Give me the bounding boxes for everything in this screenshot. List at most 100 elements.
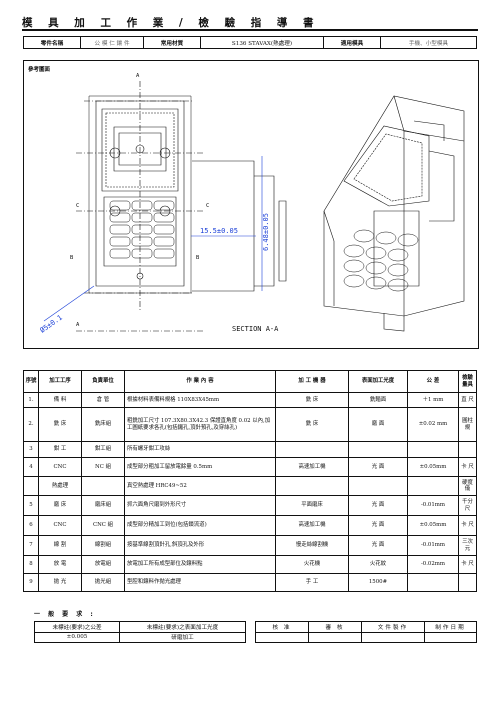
finish-value: 研磨加工 <box>119 631 246 643</box>
row-machine: 火花機 <box>275 555 349 574</box>
col-step: 加工工序 <box>38 370 82 393</box>
row-gauge: 圓柱規 <box>458 407 477 442</box>
table-row: 4 CNC NC 組 成型部分粗加工留放電餘量 0.5mm 高速加工機 光 面 … <box>23 457 477 477</box>
row-step: 拋 光 <box>38 573 82 592</box>
page-title: 模 具 加 工 作 業 / 檢 驗 指 導 書 <box>22 17 320 29</box>
table-row: 3 鉗 工 鉗工組 所有螺牙鉗工攻絲 <box>23 441 477 458</box>
table-row: 5 磨 床 磨床組 抓六面角尺磨到外形尺寸 平面磨床 光 面 -0.01mm 千… <box>23 495 477 516</box>
row-no: 2. <box>23 407 39 442</box>
row-unit: 倉 管 <box>81 392 125 408</box>
row-unit: NC 組 <box>81 457 125 477</box>
row-no: 5 <box>23 495 39 516</box>
row-unit: 銑床組 <box>81 407 125 442</box>
row-content: 成型部分精加工到位(包括鎖流道) <box>124 515 276 536</box>
row-tol <box>407 441 459 458</box>
approve-label: 核 准 <box>255 621 309 633</box>
col-unit: 負責單位 <box>81 370 125 393</box>
row-step: 銑 床 <box>38 407 82 442</box>
row-gauge: 千分尺 <box>458 495 477 516</box>
mark-b-left: B <box>70 255 74 261</box>
row-content: 按基準線割頂針孔,斜頂孔及外形 <box>124 535 276 556</box>
general-requirements-table: 未標註(要求)之公差 未標註(要求)之表面加工光度 ±0.005 研磨加工 <box>34 621 246 643</box>
table-row: 8 放 電 放電組 放電加工所有成型部位及鑲料點 火花機 火花紋 -0.02mm… <box>23 555 477 574</box>
table-row: 熱處理 真空熱處理 HRC49~52 硬度儀 <box>23 476 477 496</box>
row-gauge: 卡 尺 <box>458 555 477 574</box>
row-unit <box>81 476 125 496</box>
row-gauge <box>458 573 477 592</box>
col-gauge: 檢驗量具 <box>458 370 477 393</box>
row-content: 抓六面角尺磨到外形尺寸 <box>124 495 276 516</box>
row-step: 熱處理 <box>38 476 82 496</box>
row-gauge: 卡 尺 <box>458 457 477 477</box>
col-finish: 表面加工光度 <box>348 370 408 393</box>
row-step: 備 料 <box>38 392 82 408</box>
document-maker-cell <box>361 631 425 643</box>
row-tol: -0.01mm <box>407 495 459 516</box>
requirements-label: 一 般 要 求 : <box>34 611 96 618</box>
row-unit: 磨床組 <box>81 495 125 516</box>
row-tol: ±0.02 mm <box>407 407 459 442</box>
row-content: 真空熱處理 HRC49~52 <box>124 476 276 496</box>
dim-3: Ø5±0.1 <box>39 314 64 335</box>
tol-value: ±0.005 <box>34 631 120 643</box>
part-name-label: 零件名稱 <box>23 36 81 49</box>
row-finish: 光 面 <box>348 457 408 477</box>
row-finish: 磨 面 <box>348 407 408 442</box>
row-gauge: 直 尺 <box>458 392 477 408</box>
col-tol: 公 差 <box>407 370 459 393</box>
row-unit: 放電組 <box>81 555 125 574</box>
make-date-cell <box>424 631 477 643</box>
mark-c-left: C <box>76 203 79 209</box>
header-table: 零件名稱 公 模 仁 鑲 件 常用材質 S136 STAVAX(熱處理) 適用模… <box>23 36 477 49</box>
row-unit: 線割組 <box>81 535 125 556</box>
mark-b-right: B <box>196 255 200 261</box>
row-tol: ±0.05mm <box>407 515 459 536</box>
row-machine: 高速加工機 <box>275 457 349 477</box>
col-machine: 加 工 機 器 <box>275 370 349 393</box>
row-finish <box>348 441 408 458</box>
document-maker-label: 文件製作 <box>361 621 425 633</box>
reference-label: 參考圖面 <box>28 67 51 73</box>
row-finish: 火花紋 <box>348 555 408 574</box>
table-row: 9 拋 光 拋光組 型腔和鑲料作拋光處理 手 工 1500# <box>23 573 477 592</box>
row-unit: CNC 組 <box>81 515 125 536</box>
material-value: S136 STAVAX(熱處理) <box>200 36 324 49</box>
review-cell <box>308 631 362 643</box>
title-underline <box>22 29 478 31</box>
finish-label: 未標註(要求)之表面加工光度 <box>119 621 246 633</box>
make-date-label: 制作日期 <box>424 621 477 633</box>
row-gauge: 硬度儀 <box>458 476 477 496</box>
mold-value: 手機、小型模具 <box>380 36 477 49</box>
row-step: CNC <box>38 457 82 477</box>
row-content: 型腔和鑲料作拋光處理 <box>124 573 276 592</box>
dim-1: 15.5±0.05 <box>200 227 238 235</box>
mark-a-left: A <box>76 322 80 328</box>
row-no: 9 <box>23 573 39 592</box>
row-tol: -0.01mm <box>407 535 459 556</box>
row-finish: 光 面 <box>348 495 408 516</box>
row-tol: ±0.05mm <box>407 457 459 477</box>
row-machine: 慢走絲線割機 <box>275 535 349 556</box>
row-no: 7 <box>23 535 39 556</box>
signoff-table: 核 准 審 核 文件製作 制作日期 <box>255 621 477 643</box>
row-no: 4 <box>23 457 39 477</box>
mold-label: 適用模具 <box>323 36 381 49</box>
technical-drawing: 15.5±0.05 6.48±0.05 Ø5±0.1 C C B B A A S… <box>39 73 465 335</box>
row-step: 磨 床 <box>38 495 82 516</box>
row-machine: 高速加工機 <box>275 515 349 536</box>
table-row: 6 CNC CNC 組 成型部分精加工到位(包括鎖流道) 高速加工機 光 面 ±… <box>23 515 477 536</box>
row-finish: 銑麵面 <box>348 392 408 408</box>
row-content: 放電加工所有成型部位及鑲料點 <box>124 555 276 574</box>
row-tol: ＋1 mm <box>407 392 459 408</box>
row-tol <box>407 476 459 496</box>
row-machine: 銑 床 <box>275 407 349 442</box>
row-unit: 鉗工組 <box>81 441 125 458</box>
review-label: 審 核 <box>308 621 362 633</box>
row-unit: 拋光組 <box>81 573 125 592</box>
mark-a-top: A <box>136 73 140 79</box>
mark-c-right: C <box>206 203 209 209</box>
section-label: SECTION A-A <box>232 325 279 333</box>
row-gauge: 三次元 <box>458 535 477 556</box>
row-machine: 平面磨床 <box>275 495 349 516</box>
row-content: 粗銑加工尺寸 107.3X80.3X42.3 保證直角度 0.02 以內,加工圖… <box>124 407 276 442</box>
